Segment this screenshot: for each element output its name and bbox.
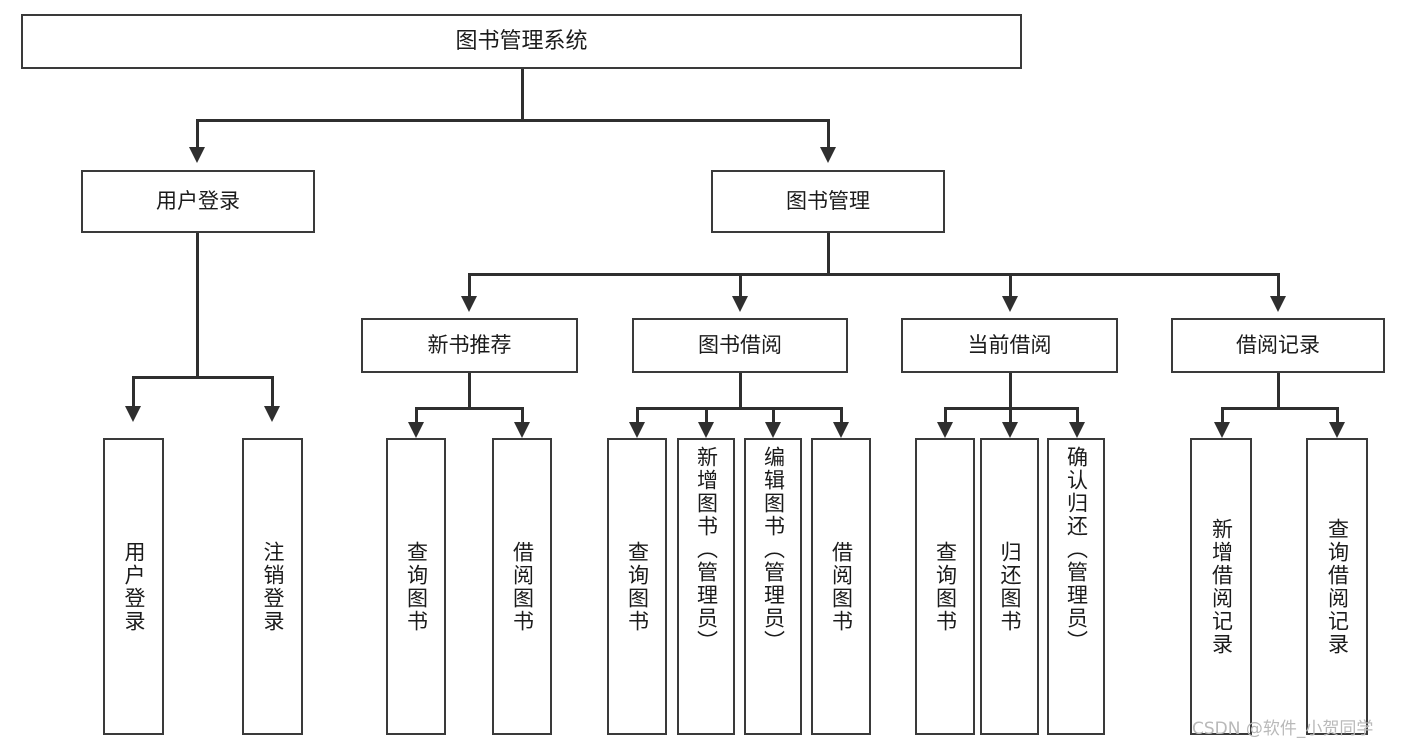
connector-book-manage-down — [827, 233, 830, 275]
node-label: 查询图书 — [625, 540, 650, 633]
node-borrow-record[interactable]: 借阅记录 — [1171, 318, 1385, 373]
connector-current-borrow-leaf-2 — [1009, 407, 1012, 429]
connector-bus-book-borrow-leaves — [636, 407, 842, 410]
connector-bus-borrow-record-leaves — [1221, 407, 1338, 410]
arrowhead-leaf-query-book-a — [408, 422, 424, 438]
arrowhead-leaf-return-book — [1002, 422, 1018, 438]
connector-borrow-record-down — [1277, 373, 1280, 409]
connector-book-borrow-leaf-2 — [705, 407, 708, 429]
leaf-add-borrow-record[interactable]: 新增借阅记录 — [1190, 438, 1252, 735]
connector-current-borrow-leaf-3 — [1076, 407, 1079, 429]
leaf-user-login[interactable]: 用户登录 — [103, 438, 164, 735]
node-label: 查询图书 — [933, 540, 958, 633]
node-label: 新增借阅记录 — [1209, 517, 1234, 656]
connector-new-book-leaf-2 — [521, 407, 524, 429]
connector-root-down — [521, 69, 524, 121]
connector-bus-user-login-leaves — [132, 376, 273, 379]
leaf-query-book-current[interactable]: 查询图书 — [915, 438, 975, 735]
node-label: 编辑图书（管理员） — [761, 446, 786, 653]
leaf-borrow-book[interactable]: 借阅图书 — [811, 438, 871, 735]
connector-bus-level2 — [196, 119, 829, 122]
node-book-borrow[interactable]: 图书借阅 — [632, 318, 848, 373]
arrowhead-leaf-query-record — [1329, 422, 1345, 438]
node-label: 借阅图书 — [829, 540, 854, 633]
arrowhead-leaf-query-book-c — [937, 422, 953, 438]
connector-to-book-manage — [827, 119, 830, 149]
node-label: 图书管理 — [786, 189, 870, 214]
connector-book-borrow-down — [739, 373, 742, 409]
arrowhead-leaf-edit-book — [765, 422, 781, 438]
node-label: 确认归还（管理员） — [1064, 446, 1089, 653]
leaf-query-book-borrow[interactable]: 查询图书 — [607, 438, 667, 735]
connector-to-current-borrow — [1009, 273, 1012, 298]
connector-bus-level3 — [468, 273, 1278, 276]
connector-borrow-record-leaf-2 — [1336, 407, 1339, 429]
node-label: 用户登录 — [156, 189, 240, 214]
arrowhead-current-borrow — [1002, 296, 1018, 312]
node-label: 归还图书 — [998, 540, 1022, 633]
leaf-borrow-book-recommend[interactable]: 借阅图书 — [492, 438, 552, 735]
connector-user-login-down — [196, 233, 199, 378]
leaf-query-borrow-record[interactable]: 查询借阅记录 — [1306, 438, 1368, 735]
arrowhead-leaf-add-record — [1214, 422, 1230, 438]
arrowhead-leaf-add-book — [698, 422, 714, 438]
leaf-query-book-recommend[interactable]: 查询图书 — [386, 438, 446, 735]
node-label: 借阅记录 — [1236, 333, 1320, 358]
node-book-management[interactable]: 图书管理 — [711, 170, 945, 233]
node-label: 图书借阅 — [698, 333, 782, 358]
connector-new-book-leaf-1 — [415, 407, 418, 429]
arrowhead-book-manage — [820, 147, 836, 163]
node-label: 查询借阅记录 — [1325, 517, 1350, 656]
connector-book-borrow-leaf-3 — [772, 407, 775, 429]
connector-user-login-leaf-1 — [132, 376, 135, 408]
node-current-borrow[interactable]: 当前借阅 — [901, 318, 1118, 373]
node-label: 注销登录 — [261, 540, 285, 633]
leaf-logout[interactable]: 注销登录 — [242, 438, 303, 735]
node-label: 借阅图书 — [510, 540, 535, 633]
node-user-login[interactable]: 用户登录 — [81, 170, 315, 233]
arrowhead-leaf-logout — [264, 406, 280, 422]
arrowhead-leaf-user-login — [125, 406, 141, 422]
arrowhead-borrow-record — [1270, 296, 1286, 312]
connector-borrow-record-leaf-1 — [1221, 407, 1224, 429]
node-root-library-system[interactable]: 图书管理系统 — [21, 14, 1022, 69]
arrowhead-leaf-confirm-return — [1069, 422, 1085, 438]
arrowhead-leaf-borrow-book-b — [833, 422, 849, 438]
connector-to-borrow-record — [1277, 273, 1280, 298]
arrowhead-user-login — [189, 147, 205, 163]
node-label: 新书推荐 — [427, 333, 512, 358]
leaf-confirm-return-admin[interactable]: 确认归还（管理员） — [1047, 438, 1105, 735]
arrowhead-leaf-borrow-book-a — [514, 422, 530, 438]
arrowhead-new-book — [461, 296, 477, 312]
node-label: 查询图书 — [404, 540, 429, 633]
connector-current-borrow-leaf-1 — [944, 407, 947, 429]
leaf-edit-book-admin[interactable]: 编辑图书（管理员） — [744, 438, 802, 735]
connector-book-borrow-leaf-1 — [636, 407, 639, 429]
connector-to-new-book — [468, 273, 471, 298]
node-label: 用户登录 — [122, 540, 146, 633]
connector-bus-new-book-leaves — [415, 407, 523, 410]
connector-to-book-borrow — [739, 273, 742, 298]
node-label: 新增图书（管理员） — [694, 446, 719, 653]
node-label: 当前借阅 — [967, 333, 1052, 358]
arrowhead-book-borrow — [732, 296, 748, 312]
leaf-return-book[interactable]: 归还图书 — [980, 438, 1039, 735]
connector-to-user-login — [196, 119, 199, 149]
connector-new-book-down — [468, 373, 471, 409]
arrowhead-leaf-query-book-b — [629, 422, 645, 438]
connector-book-borrow-leaf-4 — [840, 407, 843, 429]
leaf-add-book-admin[interactable]: 新增图书（管理员） — [677, 438, 735, 735]
node-new-book-recommend[interactable]: 新书推荐 — [361, 318, 578, 373]
connector-current-borrow-down — [1009, 373, 1012, 409]
node-label: 图书管理系统 — [455, 28, 588, 54]
connector-user-login-leaf-2 — [271, 376, 274, 408]
